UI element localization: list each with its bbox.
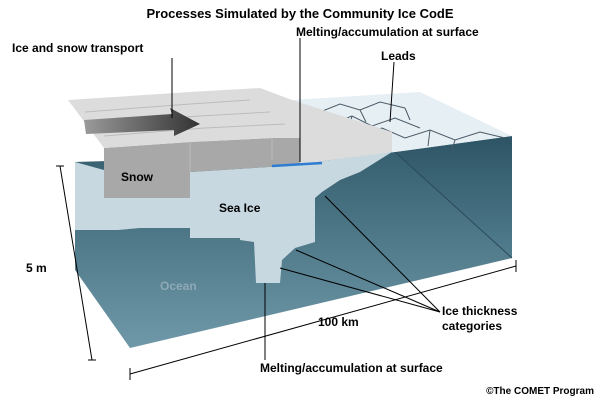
label-ocean: Ocean (160, 279, 197, 293)
label-melt-bottom: Melting/accumulation at surface (260, 361, 443, 375)
transport-arrow (84, 108, 200, 136)
ocean-front-edge (394, 151, 513, 259)
label-sea-ice: Sea Ice (219, 201, 261, 215)
snow-front-face (104, 138, 300, 198)
credit: ©The COMET Program (486, 386, 594, 397)
width-dimension (129, 260, 517, 380)
label-thickness-1: Ice thickness (442, 304, 518, 318)
label-leads: Leads (381, 49, 416, 63)
label-thickness-2: categories (442, 319, 502, 333)
sea-ice-body (75, 152, 392, 283)
depth-dimension (56, 165, 96, 361)
melt-pond (271, 161, 323, 168)
ocean-right-face (395, 136, 512, 258)
label-depth: 5 m (26, 261, 47, 275)
leader-lines (171, 38, 441, 360)
label-width: 100 km (318, 315, 359, 329)
label-melt-top: Melting/accumulation at surface (296, 25, 479, 39)
diagram-title: Processes Simulated by the Community Ice… (146, 6, 453, 21)
label-snow: Snow (121, 170, 154, 184)
label-transport: Ice and snow transport (12, 41, 143, 55)
